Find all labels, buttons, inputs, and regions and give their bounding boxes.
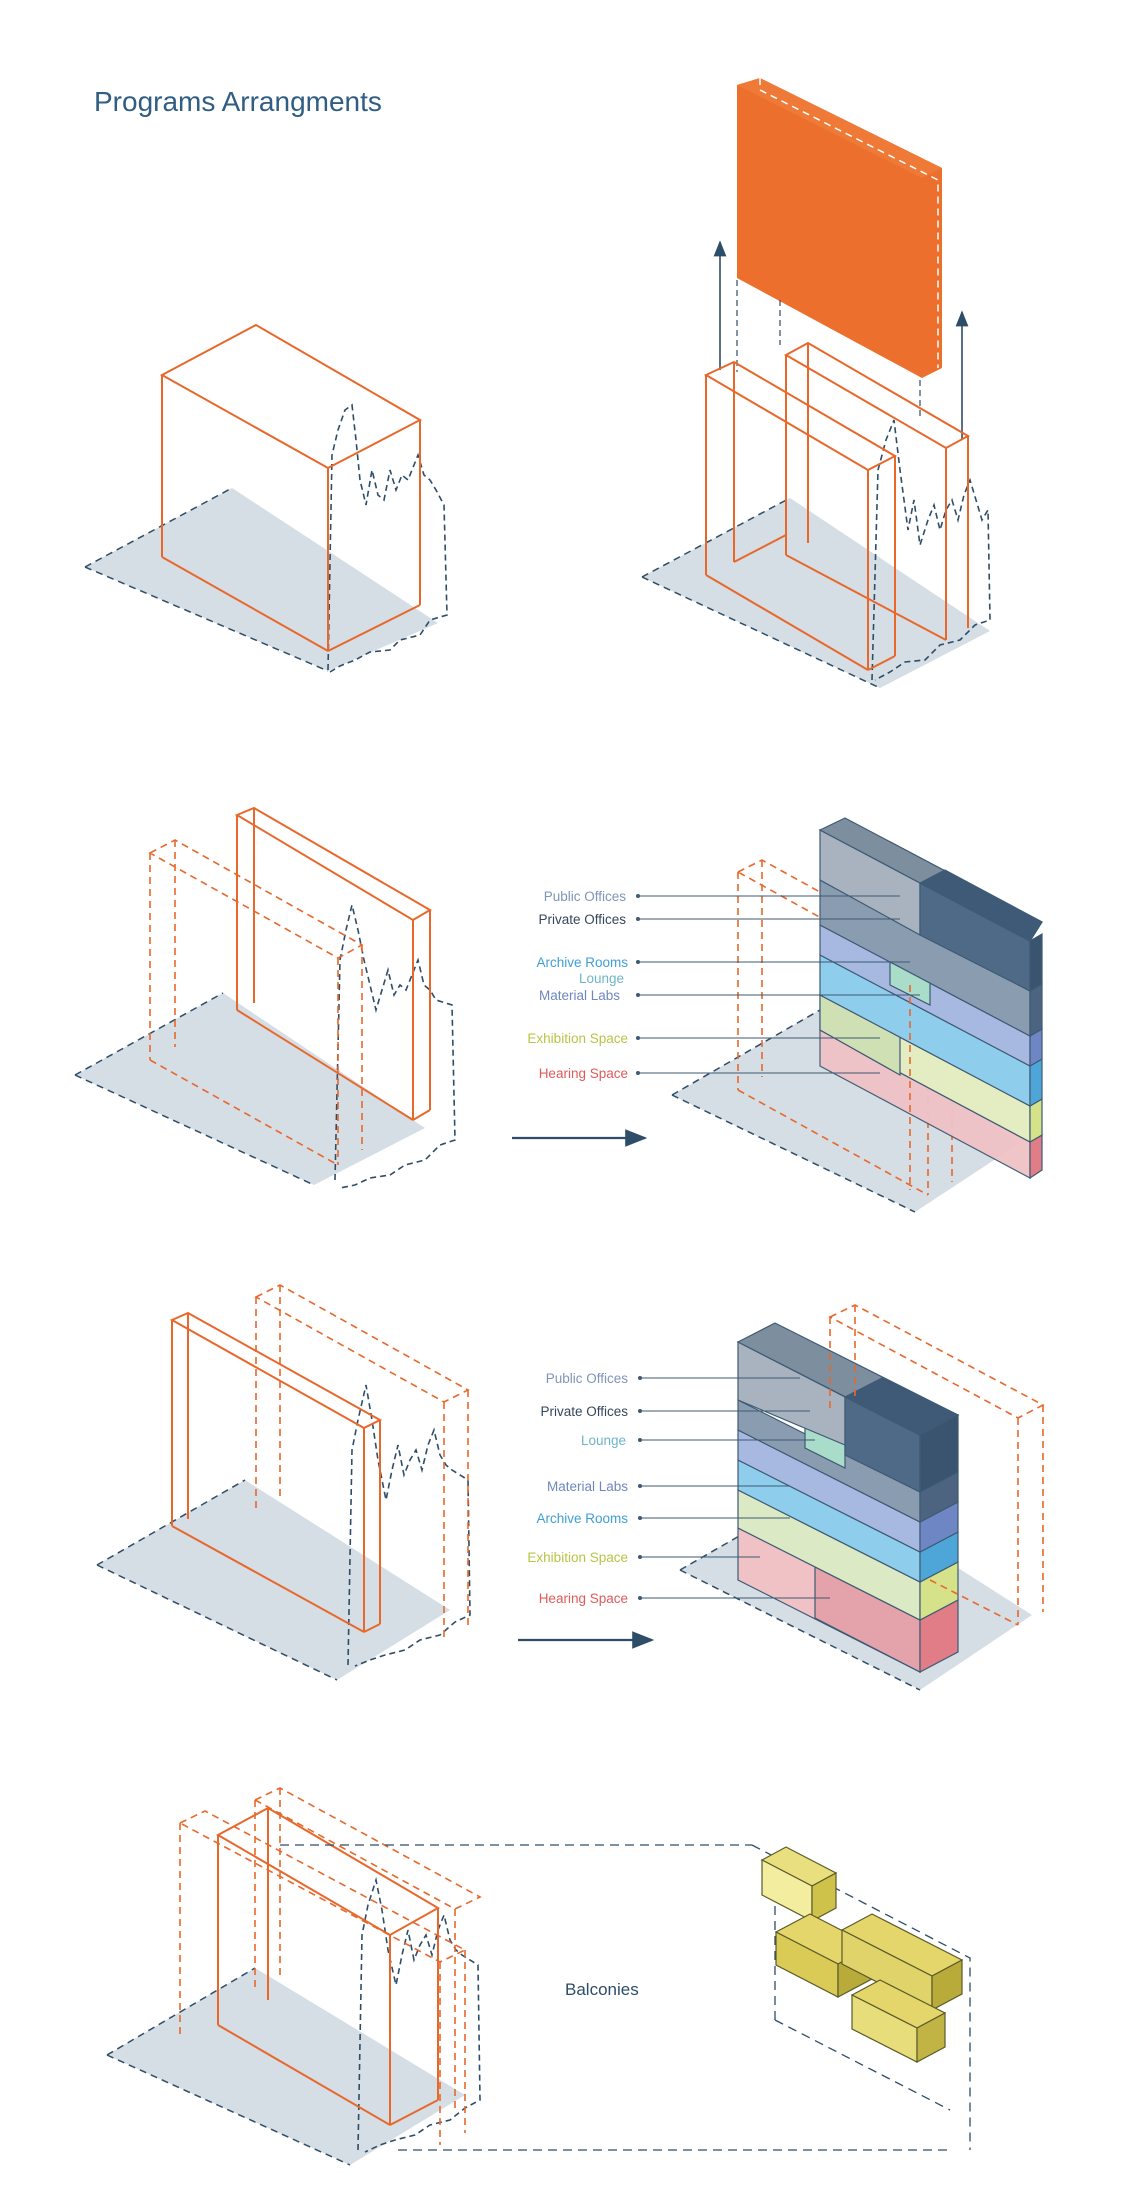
panel-program-stack-b: Public Offices Private Offices Lounge Ma… [527,1304,1045,1691]
panel-program-stack-a: Public Offices Private Offices Archive R… [527,817,1043,1213]
legend-public-offices: Public Offices [544,889,627,904]
site-boundary-dashed [641,497,791,578]
mass-dashed-edge [759,78,939,368]
balcony-blocks [760,1846,964,2064]
bar-private-offices-end [1029,982,1043,1038]
bar-archive-rooms-end [1029,1057,1043,1108]
site-boundary-dashed [671,1094,916,1213]
stack-end-top [919,1414,959,1493]
legend-dots-a [636,894,640,1075]
ghost-volume [254,1284,470,1640]
panel-base-volume [84,323,448,673]
legend-material-labs: Material Labs [539,988,620,1003]
site-boundary-dashed [84,566,329,672]
site-boundary-dashed [84,487,233,568]
legend-public-offices: Public Offices [546,1371,629,1386]
panel-slab-b [96,1284,471,1681]
legend-archive-rooms: Archive Rooms [536,1511,628,1526]
site-boundary-dashed [641,576,881,689]
stack-end-top [1029,932,1043,993]
balconies-label: Balconies [565,1980,639,1999]
remaining-slabs [703,341,971,671]
legend-exhibition-space: Exhibition Space [527,1550,628,1565]
legend-hearing-space: Hearing Space [539,1066,628,1081]
legend-lounge: Lounge [581,1433,626,1448]
legend-private-offices: Private Offices [538,912,626,927]
extracted-mass-top [737,78,942,178]
legend-hearing-space: Hearing Space [539,1591,628,1606]
slab-volume [234,806,432,1121]
panel-extract-core [641,78,991,689]
site-ground [642,498,990,688]
site-ground [672,1010,1020,1212]
terrain-profile [334,904,456,1189]
legend-exhibition-space: Exhibition Space [527,1031,628,1046]
balcony-box [931,1959,963,2011]
site-ground [85,488,438,671]
balcony-box [811,1871,837,1923]
terrain-profile [871,419,991,681]
legend-archive-rooms: Archive Rooms [536,955,628,970]
panel-balconies: Balconies [106,1787,971,2166]
page-title: Programs Arrangments [94,86,382,117]
legend-leaders-b [640,1377,830,1599]
slab-volume [215,1806,441,2126]
legend-dots-b [638,1376,642,1600]
volume-box [159,323,423,652]
balcony-box [916,2011,946,2064]
stack-top-dark [918,869,1043,942]
site-boundary-dashed [74,1074,315,1186]
legend-material-labs: Material Labs [547,1479,628,1494]
site-boundary-dashed [74,992,224,1076]
site-ground [75,993,425,1185]
site-boundary-dashed [671,1009,821,1096]
site-boundary-dashed [96,1564,338,1681]
legend-lounge: Lounge [579,971,624,986]
legend-private-offices: Private Offices [540,1404,628,1419]
slab-volume [169,1311,383,1633]
panel-slab-a [74,806,456,1189]
legend-leaders-a [638,895,920,1074]
program-stack [736,1322,960,1673]
ghost-volumes [178,1787,482,2145]
site-boundary-dashed [106,1967,256,2056]
site-boundary-dashed [679,1569,921,1691]
ghost-volume [828,1304,1045,1626]
terrain-profile [347,1384,471,1667]
terrain-profile [327,403,448,673]
ghost-volume [148,839,364,1166]
site-boundary-dashed [106,2054,351,2166]
